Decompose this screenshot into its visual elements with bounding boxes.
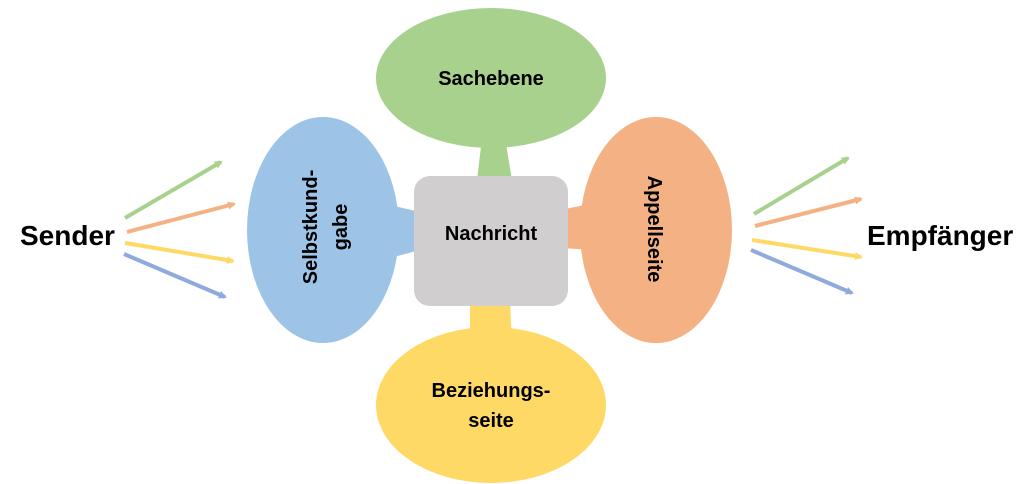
appellseite-label: Appellseite	[643, 175, 665, 283]
nachricht-box	[414, 176, 568, 306]
selbstkundgabe-bubble	[247, 117, 420, 343]
appellseite-bubble	[560, 117, 732, 343]
selbstkundgabe-line1: Selbstkund-	[300, 169, 322, 285]
beziehungsseite-line2: seite	[468, 410, 514, 432]
beziehungsseite-line1: Beziehungs-	[431, 380, 551, 402]
beziehungsseite-label: Beziehungs- seite	[432, 376, 551, 436]
selbstkundgabe-label: Selbstkund- gabe	[296, 170, 356, 284]
selbstkundgabe-line2: gabe	[330, 203, 352, 251]
receiver-arrows	[750, 156, 863, 295]
beziehungsseite-bubble	[376, 300, 606, 483]
nachricht-label: Nachricht	[444, 223, 538, 245]
sachebene-label: Sachebene	[438, 68, 544, 90]
receiver-label: Empfänger	[867, 220, 1014, 251]
sender-arrows	[123, 160, 236, 299]
sender-label: Sender	[20, 220, 115, 251]
sachebene-bubble	[376, 8, 606, 180]
